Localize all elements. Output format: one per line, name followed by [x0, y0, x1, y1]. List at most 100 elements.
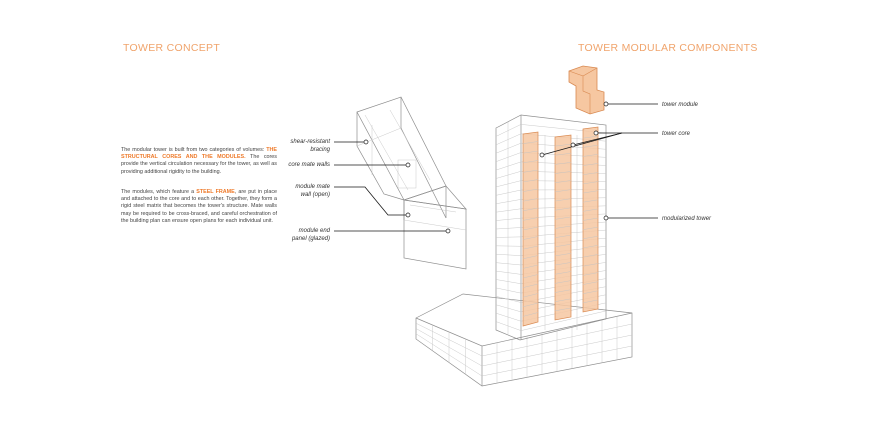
label-tower-module: tower module [662, 102, 699, 108]
core-floor-line [582, 217, 599, 221]
core-floor-line [582, 290, 599, 294]
label-mate-open-1: module mate [295, 184, 330, 190]
tower-floor-line-left [495, 270, 522, 275]
core-floor-line [582, 272, 599, 276]
core-floor-line [522, 188, 539, 192]
core-floor-line [522, 198, 539, 202]
core-floor-line [522, 226, 539, 231]
tower-floor-line-left [495, 287, 522, 294]
leader-shear-dot [363, 139, 369, 145]
core-floor-line [522, 245, 539, 250]
bracing-line-2 [364, 114, 409, 191]
tower-floor-line-left [495, 279, 522, 284]
core-grid [522, 135, 599, 317]
label-end-panel-1: module end [299, 228, 331, 234]
p2-highlight: STEEL FRAME [196, 189, 235, 195]
description-paragraph-2: The modules, which feature a STEEL FRAME… [121, 189, 277, 225]
core-floor-line [522, 283, 539, 288]
module-diagram [356, 96, 467, 270]
leader-tower-core-dot-3 [570, 142, 576, 148]
podium-floor-line [481, 334, 633, 367]
podium-floor-line [481, 323, 633, 357]
core-floor-line [522, 160, 539, 164]
core-mate-wall-outline [397, 159, 417, 189]
core-floor-line [554, 280, 572, 284]
core-floor-line [522, 179, 539, 183]
module-end-top [403, 185, 467, 210]
core-floor-line [554, 253, 572, 257]
bracing-line-1 [356, 127, 402, 147]
core-floor-line [554, 171, 572, 174]
core-floor-line [582, 190, 599, 194]
p1-highlight: THE STRUCTURAL CORES AND THE MODULES. [121, 147, 277, 161]
p1-lead: The modular tower is built from two cate… [121, 147, 267, 153]
leader-tower-core-dot-1 [593, 130, 599, 136]
leader-modularized-dot [603, 215, 609, 221]
core-floor-line [522, 264, 539, 269]
podium-floor-line [481, 345, 633, 377]
tower-floor-line-left [495, 180, 522, 188]
core-floor-line [522, 217, 539, 221]
core-floor-line [554, 162, 572, 165]
core-floor-line [522, 141, 539, 144]
core-floor-line [554, 143, 572, 147]
tower-floor-line-left [495, 199, 522, 204]
tower-floor-line-left [495, 236, 522, 238]
core-floor-line [582, 208, 599, 212]
core-floor-line [582, 181, 599, 185]
core-floor-line [554, 189, 572, 193]
module-end-line [403, 219, 467, 231]
tower-floor-line-left [495, 262, 522, 266]
tower-diagram-group [415, 65, 633, 387]
tower-floor-line-left [495, 189, 522, 196]
core-floor-line [582, 281, 599, 285]
label-shear-1: shear-resistant [290, 139, 330, 145]
core-floor-line [522, 150, 539, 154]
core-floor-line [522, 207, 539, 212]
leader-tower-module-dot [603, 101, 609, 107]
core-floor-line [582, 154, 599, 157]
tower-floor-line-left [495, 321, 522, 331]
label-shear-2: bracing [310, 147, 330, 153]
core-floor-line [554, 298, 572, 302]
leader-tower-core-branch-2 [572, 132, 623, 146]
core-floor-line [554, 243, 572, 248]
tower-module-edges [568, 70, 591, 114]
description-paragraph-1: The modular tower is built from two cate… [121, 147, 277, 176]
tower-concept-heading: TOWER CONCEPT [123, 42, 221, 54]
core-floor-line [582, 245, 599, 249]
leader-tower-core-dot-2 [539, 152, 545, 158]
core-floor-line [554, 180, 572, 183]
tower-floor-line-left [495, 296, 522, 303]
label-tower-core: tower core [662, 131, 691, 137]
core-floor-line [554, 152, 572, 156]
core-floor-line [554, 262, 572, 266]
label-core-mate: core mate walls [288, 162, 330, 168]
core-floor-line [522, 274, 539, 279]
core-floor-line [582, 135, 599, 139]
module-side-face [356, 112, 405, 201]
tower-floor-line-left [495, 312, 522, 322]
core-floor-line [582, 172, 599, 175]
leader-core-mate-dot [405, 162, 411, 168]
tower-floor-line-left [495, 254, 522, 256]
core-floor-line [582, 199, 599, 203]
leader-mate-open [334, 186, 408, 216]
core-floor-line [582, 163, 599, 166]
tower-modular-components-heading: TOWER MODULAR COMPONENTS [578, 42, 758, 54]
tower-floor-line-left [495, 227, 522, 230]
p1-rest: The cores provide the vertical circulati… [121, 154, 277, 175]
core-floor-line [582, 144, 599, 148]
tower-floor-line-left [495, 171, 522, 179]
podium-grid [415, 316, 633, 384]
label-end-panel-2: panel (glazed) [291, 236, 330, 242]
core-floor-line [522, 293, 539, 298]
tower-floor-line-left [495, 142, 522, 154]
tower-floor-line-left [495, 133, 522, 146]
tower-module-top-edge [582, 67, 598, 77]
bracing-line-4 [389, 109, 431, 181]
tower-leaders [539, 101, 658, 221]
label-modularized-tower: modularized tower [662, 216, 712, 222]
core-floor-line [554, 234, 572, 238]
core-floor-line [554, 207, 572, 211]
